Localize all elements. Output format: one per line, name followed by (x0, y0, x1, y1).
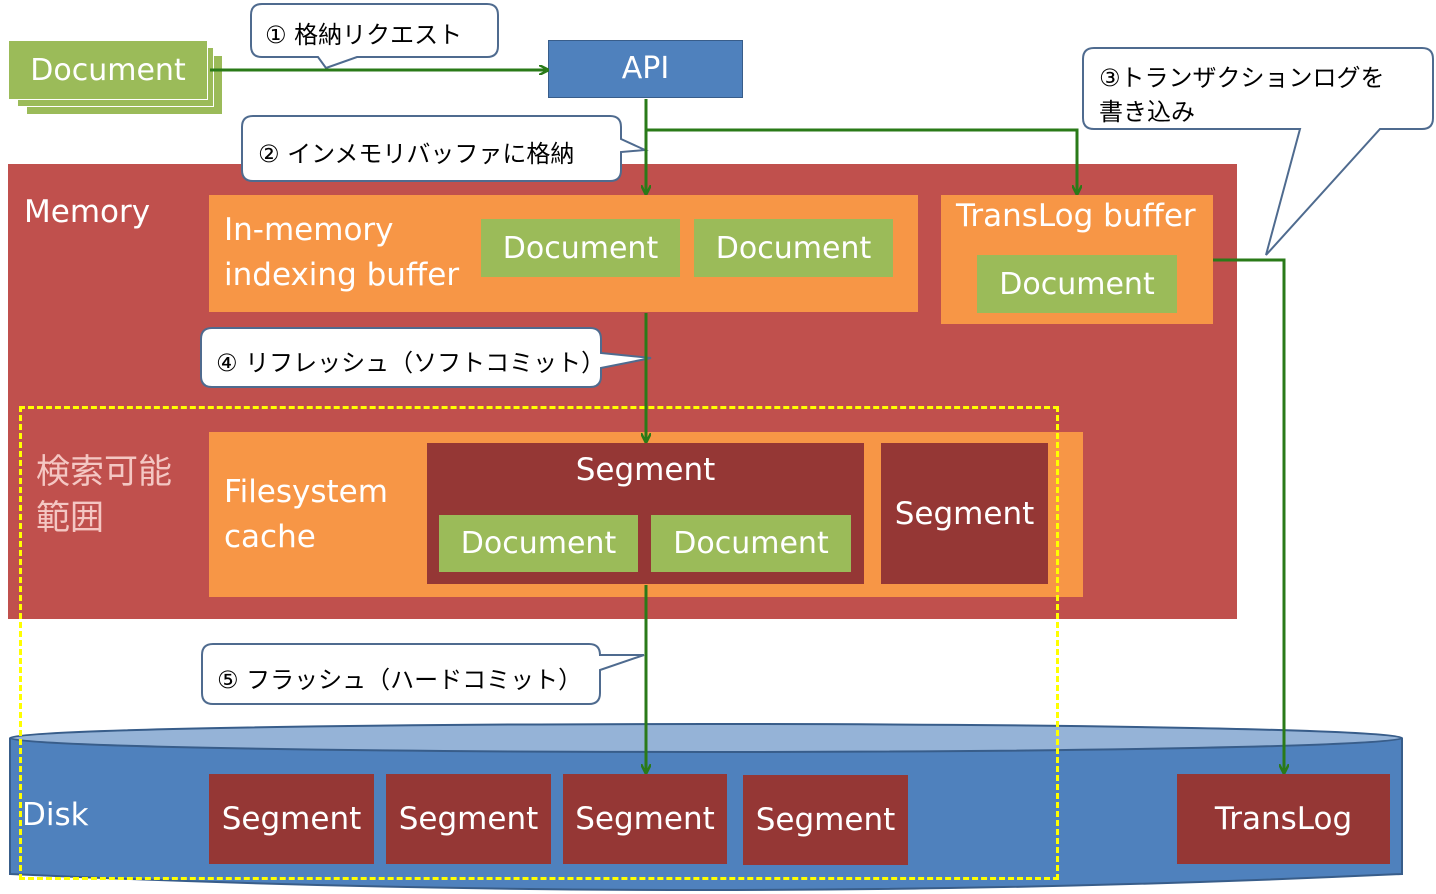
arrow-api-to-translog-buffer (646, 128, 1077, 192)
callout-step2: ② インメモリバッファに格納 (258, 140, 575, 168)
filesystem-cache-label-line2: cache (224, 519, 316, 555)
searchable-range-label-line2: 範囲 (36, 498, 104, 538)
memory-label: Memory (24, 194, 151, 230)
indexing-buffer-document: Document (481, 219, 680, 277)
callout-step1: ① 格納リクエスト (265, 21, 463, 49)
disk-segment: Segment (743, 775, 908, 865)
callout-step3-line2: 書き込み (1099, 98, 1195, 126)
source-document: Document (8, 40, 208, 100)
indexing-buffer-label-line2: indexing buffer (224, 257, 460, 293)
callout-step5: ⑤ フラッシュ（ハードコミット） (217, 666, 583, 694)
disk-translog: TransLog (1177, 774, 1390, 864)
translog-buffer-document: Document (977, 255, 1177, 313)
filesystem-cache-label-line1: Filesystem (224, 474, 388, 510)
translog-buffer-label: TransLog buffer (956, 198, 1196, 234)
disk-segment: Segment (386, 774, 551, 864)
searchable-range-label-line1: 検索可能 (36, 452, 172, 492)
segment-other: Segment (881, 443, 1048, 584)
segment-main-document: Document (439, 515, 638, 572)
api-box (548, 40, 743, 98)
segment-main-document: Document (651, 515, 851, 572)
searchable-range-border (19, 406, 1059, 880)
disk-segment: Segment (563, 774, 727, 864)
indexing-buffer-label-line1: In-memory (224, 212, 394, 248)
disk-segment: Segment (209, 774, 374, 864)
arrow-translog-write (1213, 258, 1284, 771)
segment-main-label: Segment (575, 452, 716, 488)
disk-label: Disk (22, 797, 89, 833)
callout-step4: ④ リフレッシュ（ソフトコミット） (216, 349, 606, 377)
api-label: API (621, 51, 670, 86)
indexing-buffer-document: Document (694, 219, 893, 277)
callout-step3-line1: ③トランザクションログを (1099, 64, 1385, 92)
